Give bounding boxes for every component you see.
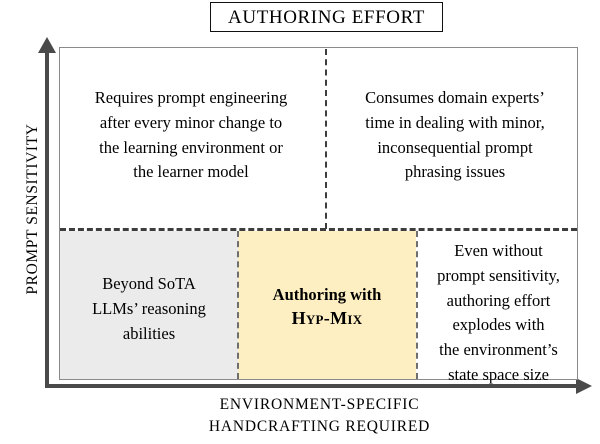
quadrant-top-right-line-2: time in dealing with minor, [365, 112, 545, 132]
quadrant-bottom-right-line-6: state space size [448, 364, 549, 384]
x-axis-label-line-2: HANDCRAFTING REQUIRED [208, 418, 431, 435]
divider-bottom-left [237, 231, 239, 379]
quadrant-bottom-left-line-3: abilities [122, 323, 176, 343]
quadrant-bottom-right-text: Even without prompt sensitivity, authori… [420, 239, 577, 388]
x-axis-line [47, 384, 579, 388]
quadrant-top-left-text: Requires prompt engineering after every … [62, 86, 320, 185]
y-axis-label: PROMPT SENSITIVITY [24, 123, 41, 295]
arrow-right-icon [576, 378, 592, 394]
quadrant-bottom-left-text: Beyond SoTA LLMs’ reasoning abilities [62, 272, 236, 346]
quadrant-bottom-left-line-2: LLMs’ reasoning [92, 298, 206, 318]
quadrant-top-left-line-1: Requires prompt engineering [94, 88, 288, 107]
x-axis-label-line-1: ENVIRONMENT-SPECIFIC [219, 396, 420, 413]
arrow-up-icon [38, 37, 56, 53]
quadrant-top-left-line-4: the learner model [133, 162, 249, 182]
quadrant-top-right-text: Consumes domain experts’ time in dealing… [334, 86, 576, 185]
divider-bottom-right [416, 231, 418, 379]
quadrant-top-right-line-1: Consumes domain experts’ [365, 88, 545, 107]
quadrant-bottom-left-line-1: Beyond SoTA [102, 274, 196, 293]
region-beyond-sota [60, 231, 238, 379]
x-axis-label: ENVIRONMENT-SPECIFIC HANDCRAFTING REQUIR… [60, 394, 579, 438]
quadrant-bottom-right-line-2: prompt sensitivity, [437, 265, 560, 285]
quadrant-bottom-right-line-5: the environment’s [439, 340, 558, 359]
quadrant-bottom-center-line-1: Authoring with [272, 285, 382, 304]
page-title: AUTHORING EFFORT [228, 6, 425, 28]
quadrant-top-right-line-3: inconsequential prompt [377, 137, 533, 157]
quadrant-bottom-right-line-3: authoring effort [446, 290, 551, 310]
quadrant-bottom-center-line-2: Hyp-Mix [291, 308, 363, 329]
quadrant-top-right-line-4: phrasing issues [404, 162, 506, 182]
divider-horizontal [60, 228, 577, 231]
quadrant-bottom-right-line-4: explodes with [452, 315, 545, 335]
y-axis-line [45, 50, 49, 388]
quadrant-bottom-right-line-1: Even without [454, 241, 543, 260]
region-hyp-mix-highlight [238, 231, 416, 379]
quadrant-top-left-line-3: the learning environment or [99, 137, 283, 157]
diagram-title-box: AUTHORING EFFORT [210, 2, 443, 32]
quadrant-top-left-line-2: after every minor change to [99, 112, 283, 132]
divider-top-vertical [325, 49, 327, 229]
quadrant-bottom-center-text: Authoring with Hyp-Mix [240, 283, 414, 332]
